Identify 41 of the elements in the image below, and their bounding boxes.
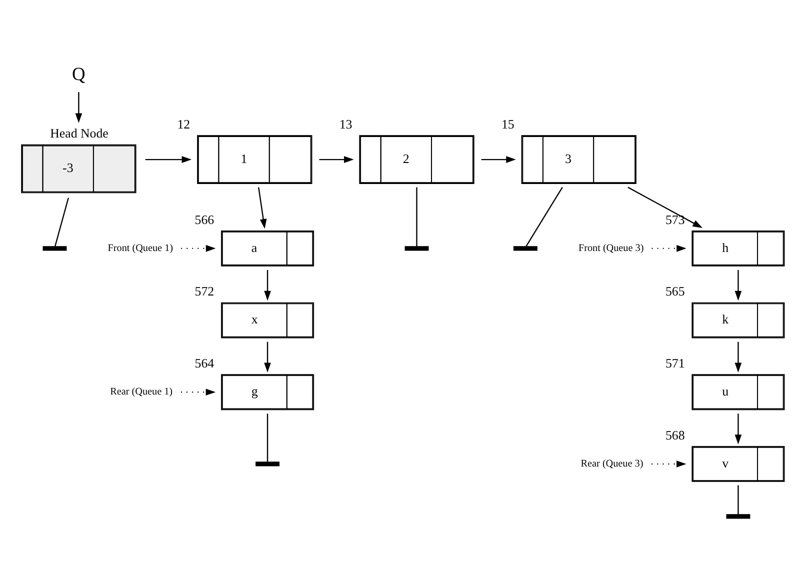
node-label: 15: [501, 116, 514, 131]
arrow: [734, 341, 742, 372]
node-bar: [256, 461, 280, 466]
node-label: 572: [194, 284, 214, 298]
node-bar: [404, 246, 429, 250]
arrow: [75, 92, 82, 123]
node-label: 573: [665, 212, 685, 226]
connector: [526, 186, 563, 246]
arrow: [145, 156, 192, 162]
connector: [416, 186, 418, 246]
arrow: [734, 269, 742, 300]
node-label: 571: [665, 356, 685, 370]
node-label: 564: [194, 356, 214, 370]
node-label: 13: [339, 116, 352, 131]
node-bar: [513, 246, 538, 250]
node-label: 566: [194, 212, 214, 226]
connector: [54, 197, 69, 246]
node-bar: [42, 246, 67, 250]
node-text: Q: [72, 63, 86, 84]
node-text: Rear (Queue 1): [110, 386, 173, 398]
arrow: [652, 460, 686, 467]
arrow: [319, 156, 354, 162]
arrow: [181, 244, 216, 252]
arrow: [258, 186, 267, 228]
arrow: [264, 341, 271, 372]
connector: [738, 484, 739, 514]
arrow: [481, 156, 516, 162]
node-label: Head Node: [50, 126, 108, 140]
node-text: Rear (Queue 3): [580, 458, 644, 470]
arrow: [652, 244, 686, 252]
node-label: 568: [665, 428, 685, 442]
node-bar: [726, 514, 750, 518]
node-text: Front (Queue 1): [108, 242, 174, 254]
connector: [266, 413, 268, 462]
arrow: [264, 269, 271, 300]
node-label: 12: [177, 116, 190, 131]
arrow: [181, 388, 216, 396]
arrow: [628, 186, 702, 228]
arrow: [734, 413, 742, 444]
node-label: 565: [665, 284, 685, 298]
node-text: Front (Queue 3): [578, 242, 644, 254]
